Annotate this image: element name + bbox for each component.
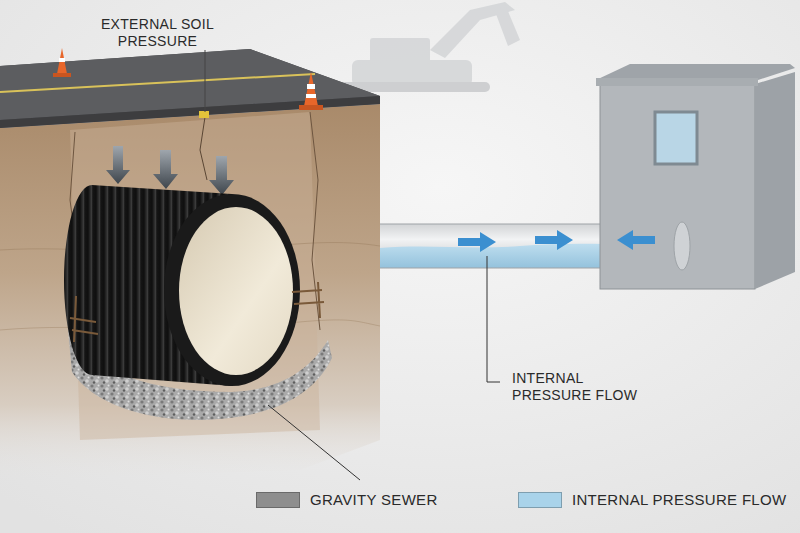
legend-text: GRAVITY SEWER — [310, 491, 438, 508]
flow-label: INTERNAL PRESSURE FLOW — [512, 370, 647, 404]
legend-item: INTERNAL PRESSURE FLOW — [518, 491, 786, 508]
legend-swatch — [256, 492, 300, 508]
legend-item: GRAVITY SEWER — [256, 491, 438, 508]
legend-text: INTERNAL PRESSURE FLOW — [572, 491, 786, 508]
legend-swatch — [518, 492, 562, 508]
callout-label: EXTERNAL SOIL PRESSURE — [95, 16, 220, 50]
